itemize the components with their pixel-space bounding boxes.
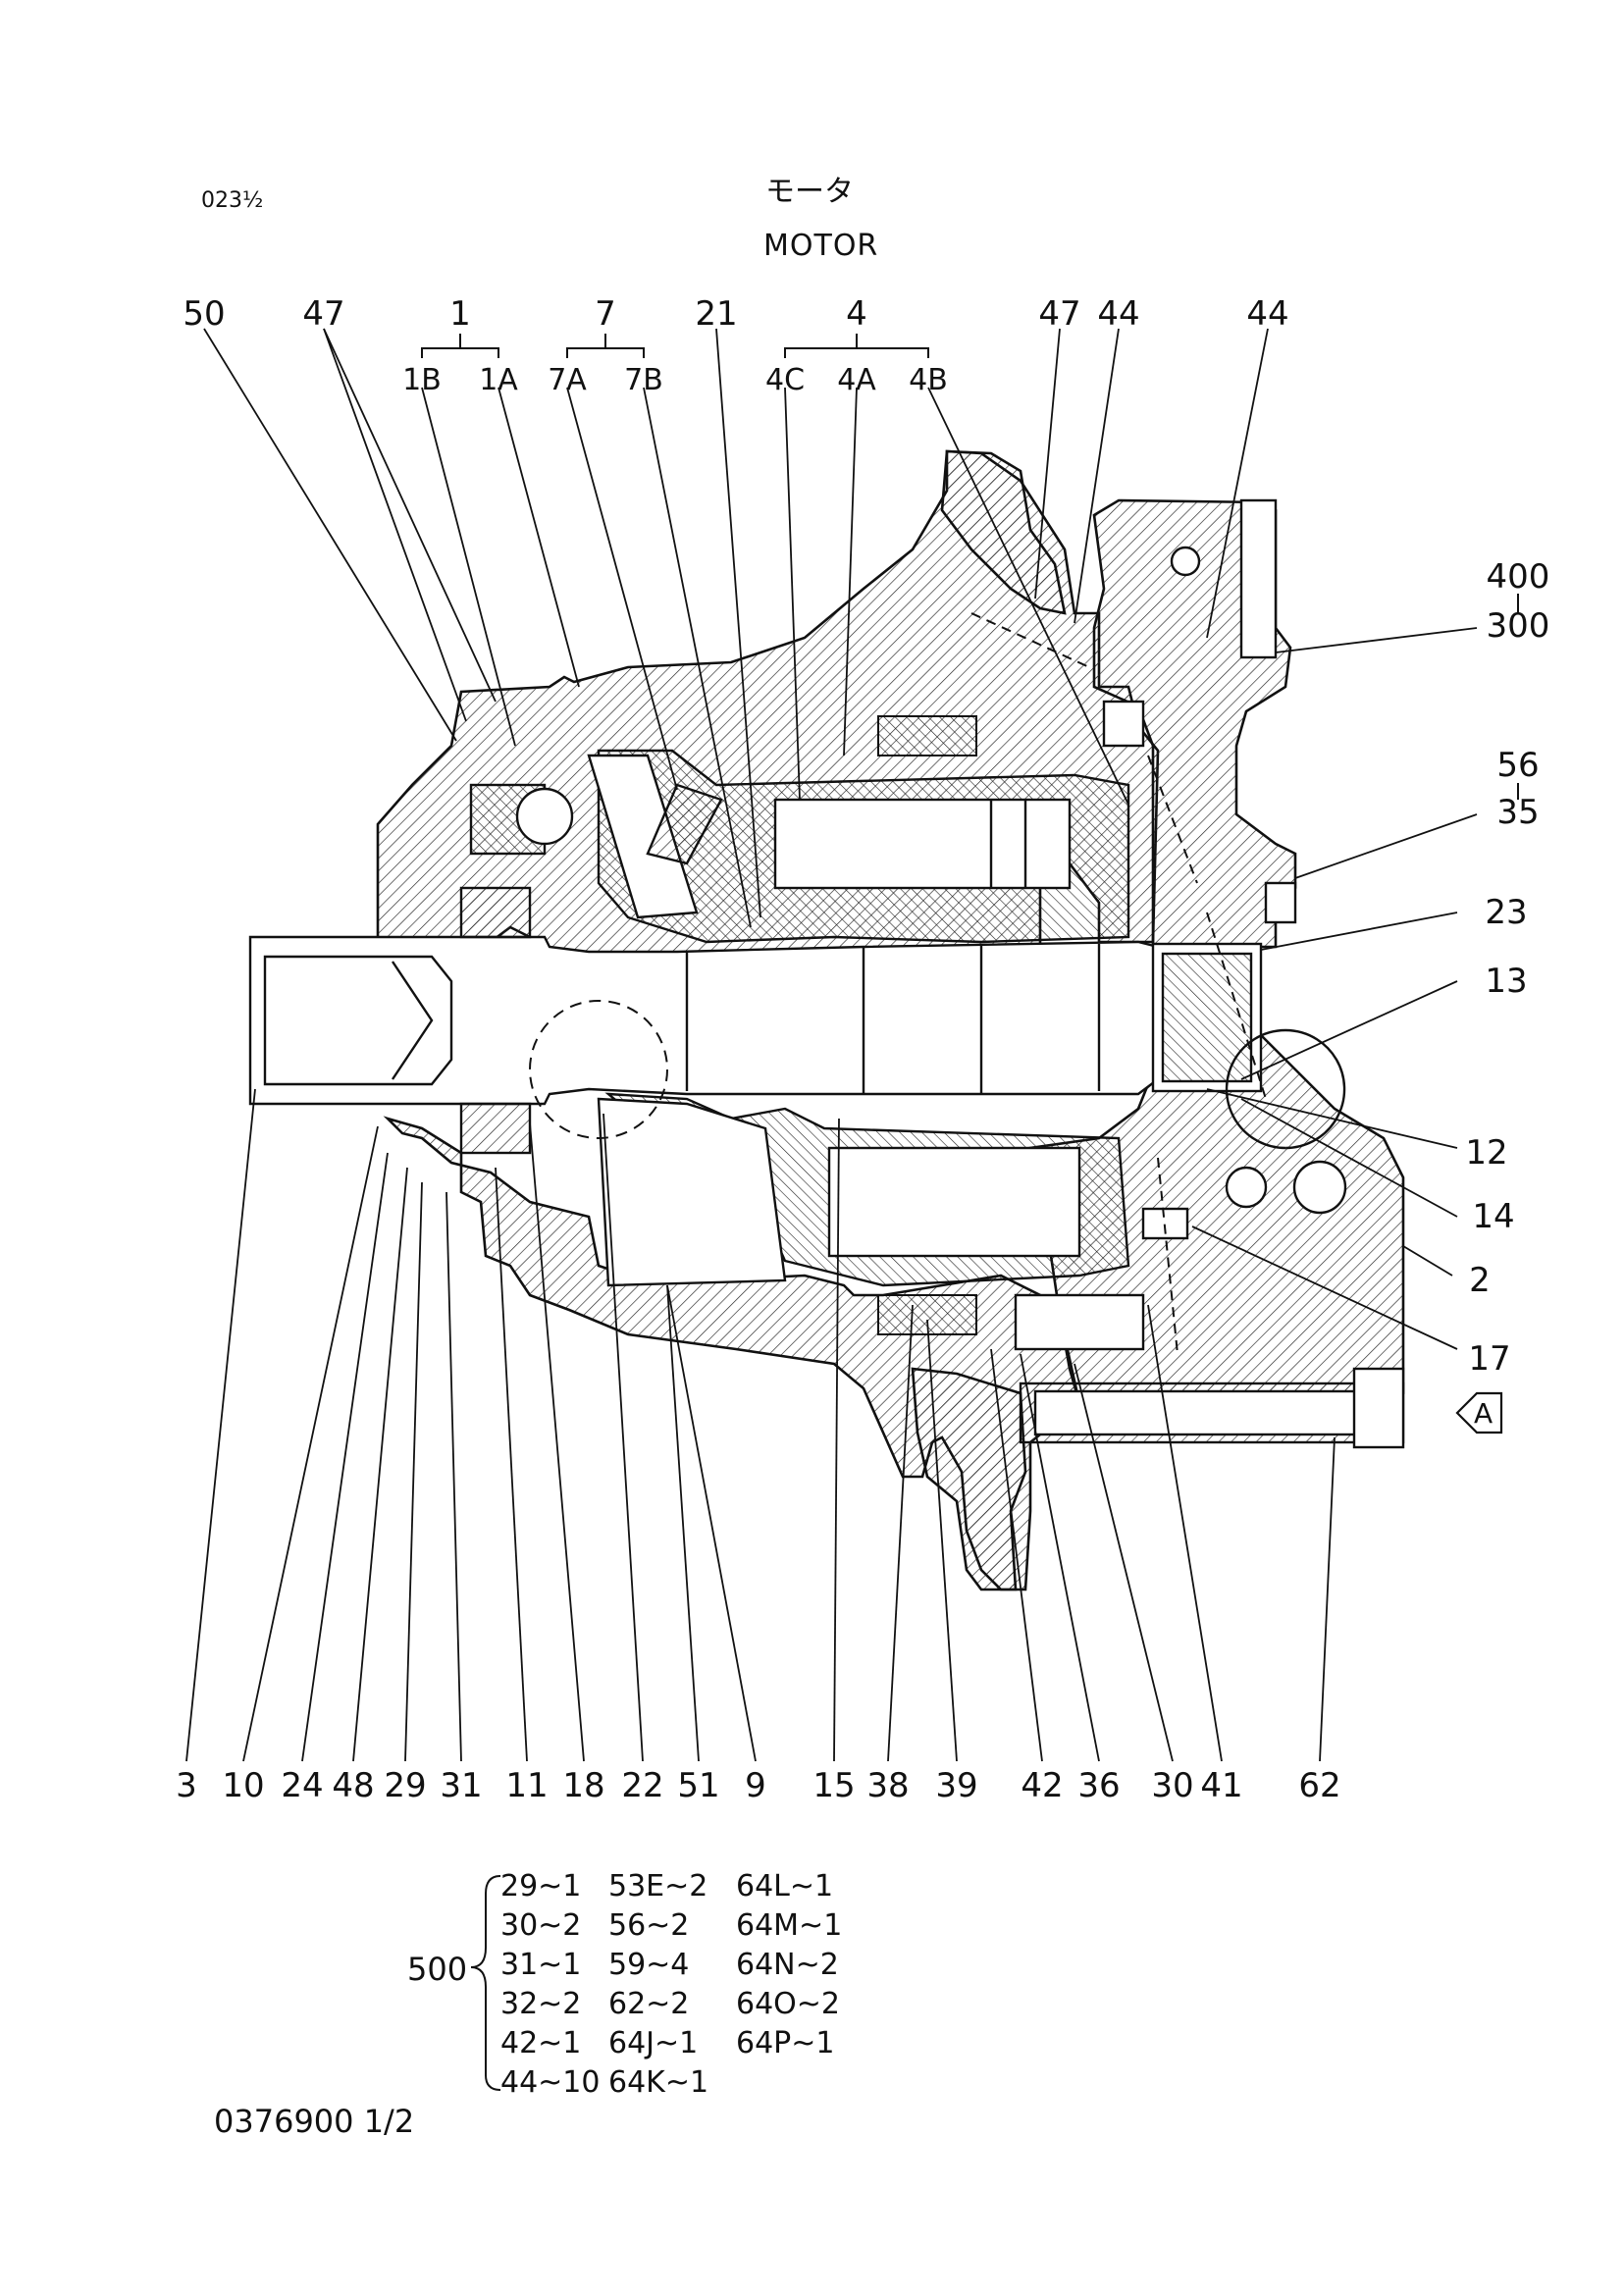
callout-44-b: 44 <box>1246 294 1289 334</box>
kit-item: 64K~1 <box>608 2065 709 2100</box>
callout-48: 48 <box>332 1766 375 1805</box>
kit-item: 44~10 <box>500 2065 601 2100</box>
callout-41: 41 <box>1200 1766 1243 1805</box>
callout-24: 24 <box>281 1766 324 1805</box>
kit-item: 30~2 <box>500 1908 582 1943</box>
callout-13: 13 <box>1485 962 1528 1001</box>
callout-400: 400 <box>1486 557 1550 597</box>
callout-1B: 1B <box>402 363 442 397</box>
callout-36: 36 <box>1077 1766 1121 1805</box>
callout-2: 2 <box>1469 1261 1491 1300</box>
kit-item: 64O~2 <box>736 1987 841 2021</box>
callout-7: 7 <box>595 294 616 334</box>
callout-31: 31 <box>440 1766 483 1805</box>
callout-62: 62 <box>1298 1766 1341 1805</box>
callout-10: 10 <box>222 1766 265 1805</box>
callout-4: 4 <box>846 294 867 334</box>
callout-51: 51 <box>677 1766 720 1805</box>
kit-item: 53E~2 <box>608 1869 708 1903</box>
callout-23: 23 <box>1485 893 1528 932</box>
kit-item: 32~2 <box>500 1987 582 2021</box>
title-japanese: モータ <box>765 175 854 209</box>
kit-item: 64P~1 <box>736 2026 835 2060</box>
callout-9: 9 <box>745 1766 766 1805</box>
callout-15: 15 <box>812 1766 856 1805</box>
callout-29: 29 <box>384 1766 427 1805</box>
callout-7B: 7B <box>624 363 663 397</box>
callout-1: 1 <box>449 294 471 334</box>
callout-7A: 7A <box>548 363 587 397</box>
callout-17: 17 <box>1468 1339 1511 1379</box>
kit-item: 59~4 <box>608 1948 690 1982</box>
callout-47-left: 47 <box>302 294 345 334</box>
kit-number: 500 <box>407 1951 468 1988</box>
kit-item: 64J~1 <box>608 2026 699 2060</box>
title-english: MOTOR <box>763 229 879 263</box>
view-marker-a: A <box>1474 1397 1493 1430</box>
kit-item: 62~2 <box>608 1987 690 2021</box>
callout-14: 14 <box>1472 1197 1515 1236</box>
callout-38: 38 <box>866 1766 910 1805</box>
document-number: 0376900 1/2 <box>214 2103 415 2140</box>
callout-4A: 4A <box>837 363 876 397</box>
callout-4C: 4C <box>764 363 806 397</box>
callout-22: 22 <box>621 1766 664 1805</box>
page-code: 023½ <box>201 188 264 213</box>
callout-3: 3 <box>176 1766 197 1805</box>
kit-item: 64M~1 <box>736 1908 843 1943</box>
callout-44-a: 44 <box>1097 294 1140 334</box>
callout-21: 21 <box>695 294 738 334</box>
kit-item: 64N~2 <box>736 1948 839 1982</box>
callout-300: 300 <box>1486 606 1550 646</box>
callout-4B: 4B <box>909 363 948 397</box>
kit-item: 56~2 <box>608 1908 690 1943</box>
kit-item: 31~1 <box>500 1948 582 1982</box>
callout-42: 42 <box>1021 1766 1064 1805</box>
kit-item: 29~1 <box>500 1869 582 1903</box>
kit-item: 64L~1 <box>736 1869 834 1903</box>
callout-12: 12 <box>1465 1133 1508 1173</box>
callout-50: 50 <box>183 294 226 334</box>
callout-56: 56 <box>1496 746 1540 785</box>
callout-47-right: 47 <box>1038 294 1081 334</box>
callout-35: 35 <box>1496 793 1540 832</box>
callout-30: 30 <box>1151 1766 1194 1805</box>
kit-item: 42~1 <box>500 2026 582 2060</box>
callout-11: 11 <box>505 1766 549 1805</box>
callout-18: 18 <box>562 1766 605 1805</box>
callout-39: 39 <box>935 1766 978 1805</box>
callout-1A: 1A <box>479 363 518 397</box>
